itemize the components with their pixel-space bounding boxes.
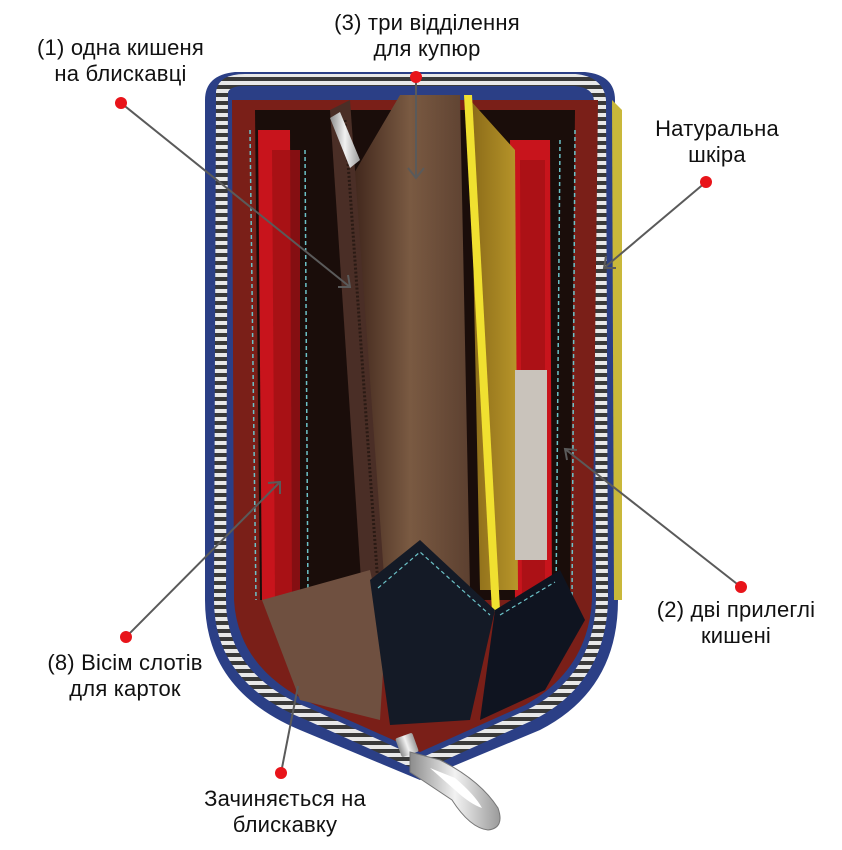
marker-card-slots — [120, 631, 132, 643]
zipper-pull — [395, 733, 501, 831]
marker-zip-closure — [275, 767, 287, 779]
leader-zip-pocket — [120, 102, 351, 288]
wallet-body — [205, 72, 622, 831]
label-genuine-leather: Натуральна шкіра — [655, 116, 779, 167]
label-bill-compartments: (3) три відділення для купюр — [334, 10, 520, 61]
leader-lines — [120, 77, 742, 774]
label-zip-closure: Зачиняється на блискавку — [204, 786, 366, 837]
marker-adjacent-pockets — [735, 581, 747, 593]
marker-genuine-leather — [700, 176, 712, 188]
leader-adjacent-pockets — [564, 448, 742, 588]
leader-genuine-leather — [603, 181, 707, 269]
label-zip-pocket: (1) одна кишеня на блискавці — [37, 35, 204, 86]
marker-bill-compartments — [410, 71, 422, 83]
leader-card-slots — [125, 481, 281, 638]
leader-zip-closure — [280, 685, 299, 774]
label-card-slots: (8) Вісім слотів для карток — [47, 650, 203, 701]
marker-zip-pocket — [115, 97, 127, 109]
label-adjacent-pockets: (2) дві прилеглі кишені — [656, 597, 816, 648]
marker-dots — [115, 71, 747, 779]
